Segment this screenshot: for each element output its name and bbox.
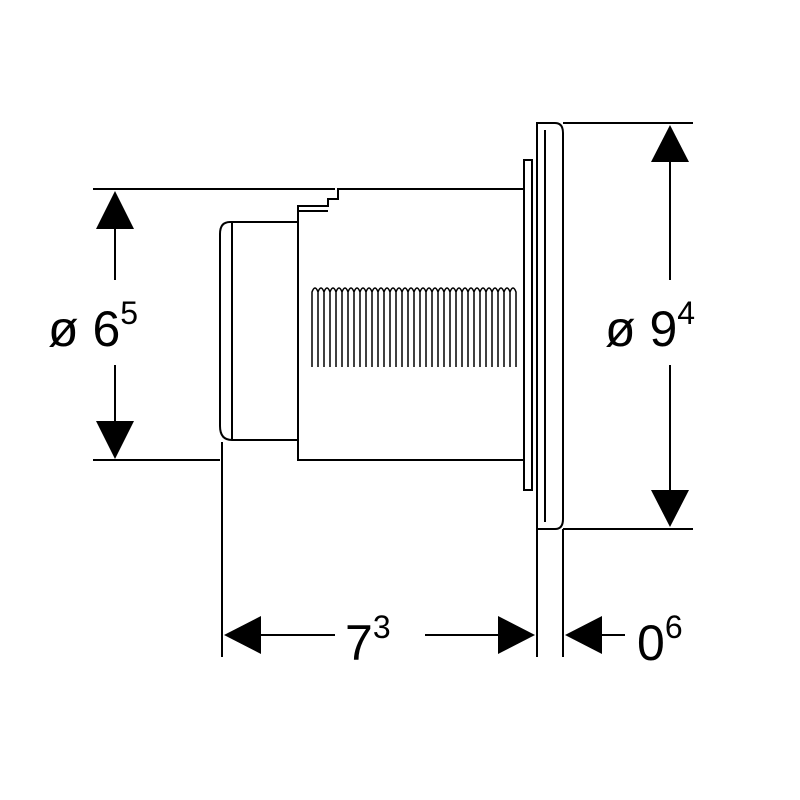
arrow-right-icon: [498, 616, 535, 654]
extension-lines: [93, 122, 693, 657]
arrow-up-icon: [651, 125, 689, 162]
button-cap: [219, 221, 298, 441]
left-diameter-label: ø 65: [48, 295, 138, 357]
arrow-up-icon: [96, 191, 134, 229]
arrow-down-icon: [651, 490, 689, 527]
dimension-right-diameter: ø 94: [605, 125, 695, 527]
part-outline: [219, 122, 564, 530]
dimension-flange-thickness: 06: [565, 609, 683, 671]
arrow-left-icon: [224, 616, 261, 654]
flange-thickness-label: 06: [637, 609, 683, 671]
seal-ring: [523, 159, 533, 491]
right-diameter-label: ø 94: [605, 295, 695, 357]
arrow-down-icon: [96, 421, 134, 459]
thread-pattern: [311, 287, 517, 367]
body-cylinder: [297, 188, 525, 461]
flange-plate: [536, 122, 564, 530]
depth-label: 73: [345, 609, 391, 671]
dimension-depth: 73: [224, 609, 535, 671]
arrow-left-icon: [565, 616, 602, 654]
dimension-left-diameter: ø 65: [48, 191, 138, 459]
